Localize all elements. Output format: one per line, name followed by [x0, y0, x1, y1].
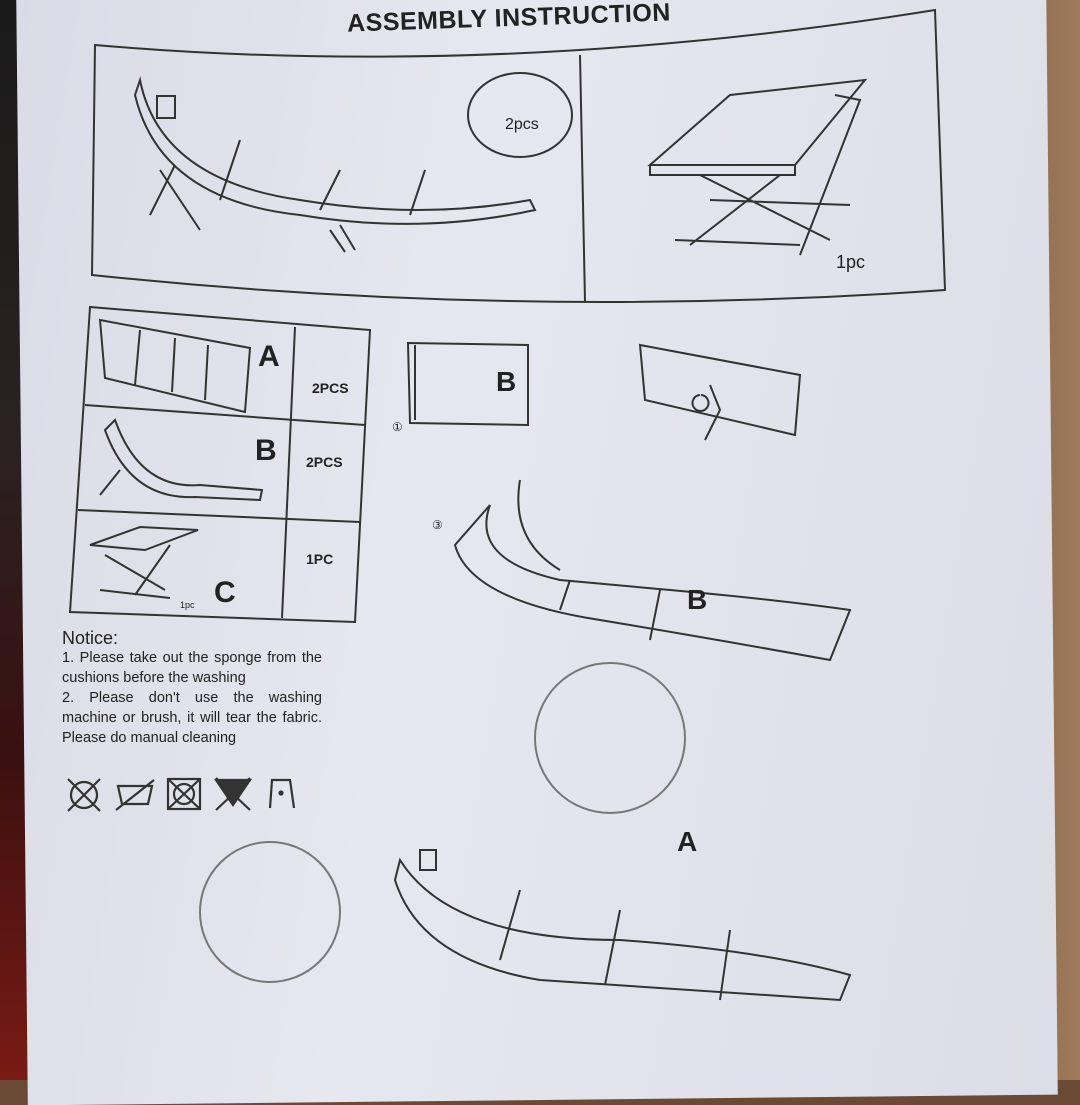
lounger-qty: 2pcs: [505, 116, 539, 133]
care-symbols: [67, 777, 296, 812]
dry-in-shade-icon: [268, 778, 296, 809]
step1-drawing: [406, 341, 529, 427]
assembly-drawings: [67, 8, 947, 1002]
notice-heading: Notice:: [62, 628, 119, 648]
step3-part-label: B: [687, 584, 708, 615]
part-b-letter: B: [255, 434, 277, 467]
detail-circle-1: [534, 662, 686, 814]
step4-part-label: A: [677, 826, 698, 857]
step1-part-label: B: [496, 366, 517, 397]
step4-lounger: [393, 857, 852, 1002]
part-a-cushion: [98, 318, 252, 414]
do-not-bleach-icon: [213, 777, 253, 811]
do-not-iron-icon: [115, 779, 155, 811]
step3-number: ③: [432, 518, 443, 532]
qty-circle: [467, 72, 573, 158]
overview-divider: [579, 54, 586, 303]
part-c-letter: C: [214, 576, 236, 609]
step1-number: ①: [392, 420, 403, 434]
part-a-letter: A: [258, 340, 280, 373]
notice-item-1: 1. Please take out the sponge from the c…: [62, 650, 322, 686]
table-drawing: [647, 78, 868, 256]
part-c-sub: 1pc: [180, 600, 195, 610]
parts-table-grid: [68, 305, 372, 624]
do-not-wash-icon: [67, 778, 101, 812]
table-qty: 1pc: [836, 252, 866, 272]
part-c-table: [89, 525, 199, 599]
notice-item-2: 2. Please don't use the washing machine …: [62, 690, 322, 746]
step3-lounger: [453, 479, 852, 662]
detail-circle-2: [199, 841, 341, 983]
part-c-qty: 1PC: [306, 551, 334, 567]
notice-section: Notice: 1. Please take out the sponge fr…: [62, 628, 322, 748]
overview-frame: [90, 8, 947, 303]
part-a-qty: 2PCS: [312, 380, 349, 396]
part-b-qty: 2PCS: [306, 454, 343, 470]
do-not-tumble-dry-icon: [166, 777, 202, 811]
lounger-drawing: [133, 76, 537, 253]
hinge-detail: [638, 343, 802, 441]
part-b-lounger: [99, 418, 264, 502]
